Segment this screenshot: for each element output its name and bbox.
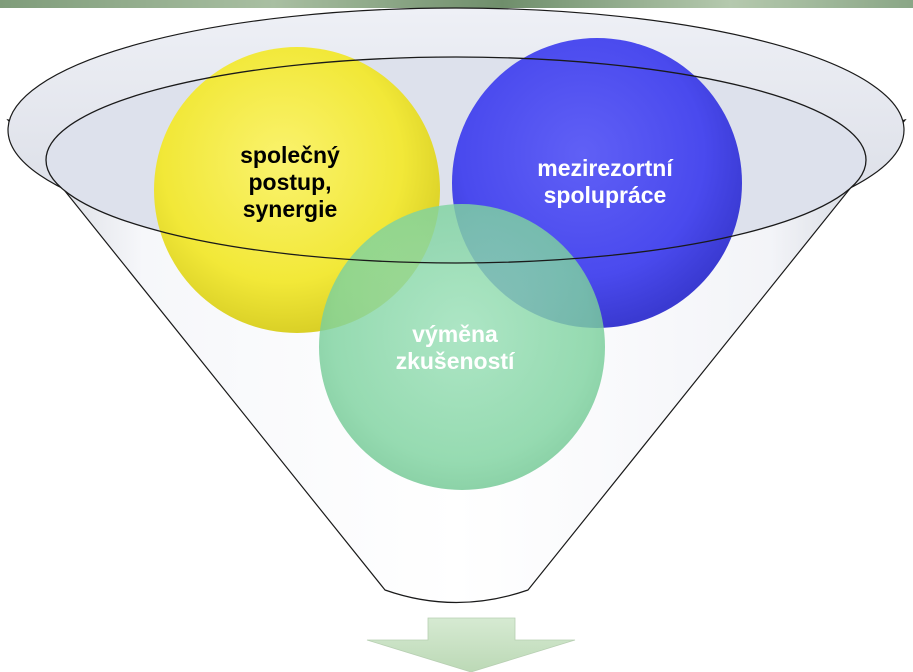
circle-label-experience-exchange: výměna zkušeností xyxy=(395,321,515,374)
background-image-strip xyxy=(0,0,913,8)
circle-label-joint-approach: společný postup, synergie xyxy=(240,142,340,222)
funnel-inner-opening-outline xyxy=(45,56,867,264)
circle-green xyxy=(319,204,605,490)
circle-label-interdepartmental-cooperation: mezirezortní spolupráce xyxy=(537,155,673,208)
output-arrow xyxy=(366,617,576,672)
